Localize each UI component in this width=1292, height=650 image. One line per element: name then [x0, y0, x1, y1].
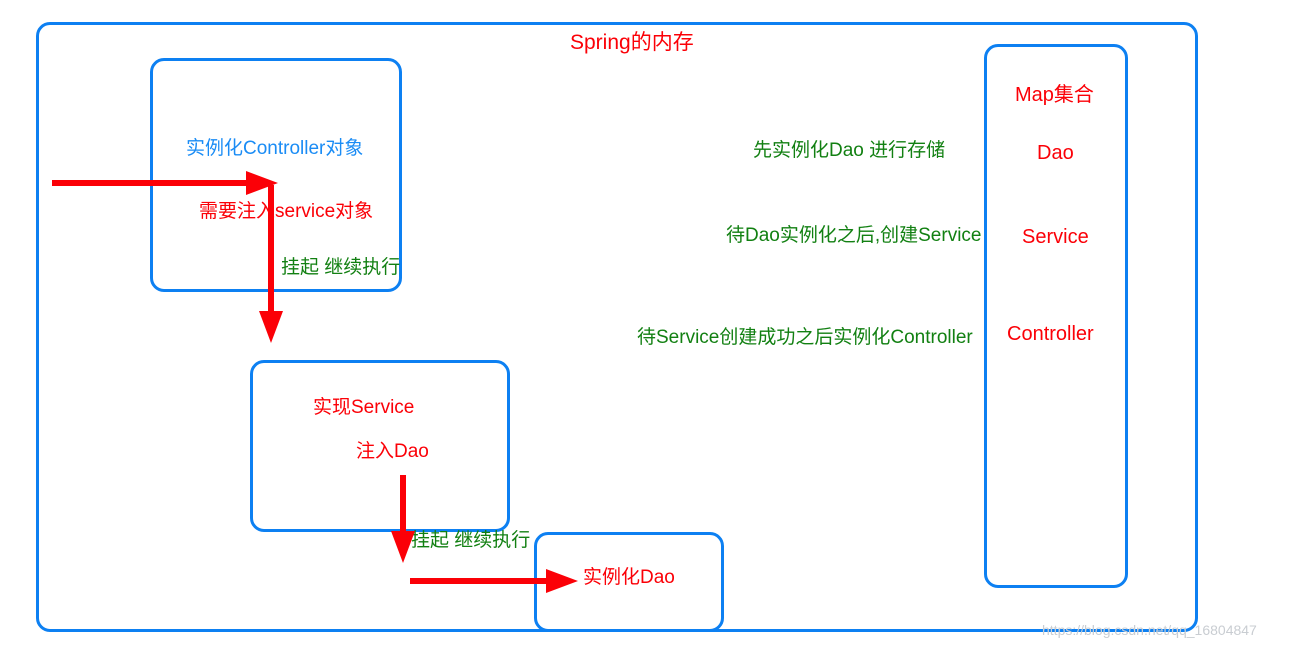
map-entry-service: Service — [1022, 226, 1089, 248]
diagram-title: Spring的内存 — [570, 31, 694, 54]
map-collection-title: Map集合 — [1015, 84, 1094, 106]
dao-instantiate-label: 实例化Dao — [583, 567, 675, 588]
arrow-service-to-dao-line — [410, 578, 550, 584]
note-instantiate-controller-after-service: 待Service创建成功之后实例化Controller — [637, 327, 973, 348]
service-suspend-label: 挂起 继续执行 — [411, 530, 531, 551]
service-implement-label: 实现Service — [313, 397, 415, 418]
map-entry-dao: Dao — [1037, 142, 1074, 164]
arrow-controller-to-service-head — [259, 311, 283, 343]
arrow-request-to-controller-line — [52, 180, 250, 186]
watermark-text: https://blog.csdn.net/qq_16804847 — [1042, 622, 1257, 638]
note-instantiate-dao-first: 先实例化Dao 进行存储 — [753, 140, 946, 161]
arrow-service-to-dao-head — [546, 569, 578, 593]
map-entry-controller: Controller — [1007, 323, 1094, 345]
controller-instantiate-label: 实例化Controller对象 — [186, 138, 364, 159]
map-collection-box — [984, 44, 1128, 588]
controller-inject-service-label: 需要注入service对象 — [199, 201, 374, 222]
arrow-controller-to-service-line — [268, 185, 274, 315]
arrow-service-down-line — [400, 475, 406, 535]
service-box — [250, 360, 510, 532]
arrow-service-down-head — [391, 531, 415, 563]
controller-box — [150, 58, 402, 292]
service-inject-dao-label: 注入Dao — [356, 441, 429, 462]
note-create-service-after-dao: 待Dao实例化之后,创建Service — [726, 225, 982, 246]
controller-suspend-label: 挂起 继续执行 — [281, 257, 401, 278]
